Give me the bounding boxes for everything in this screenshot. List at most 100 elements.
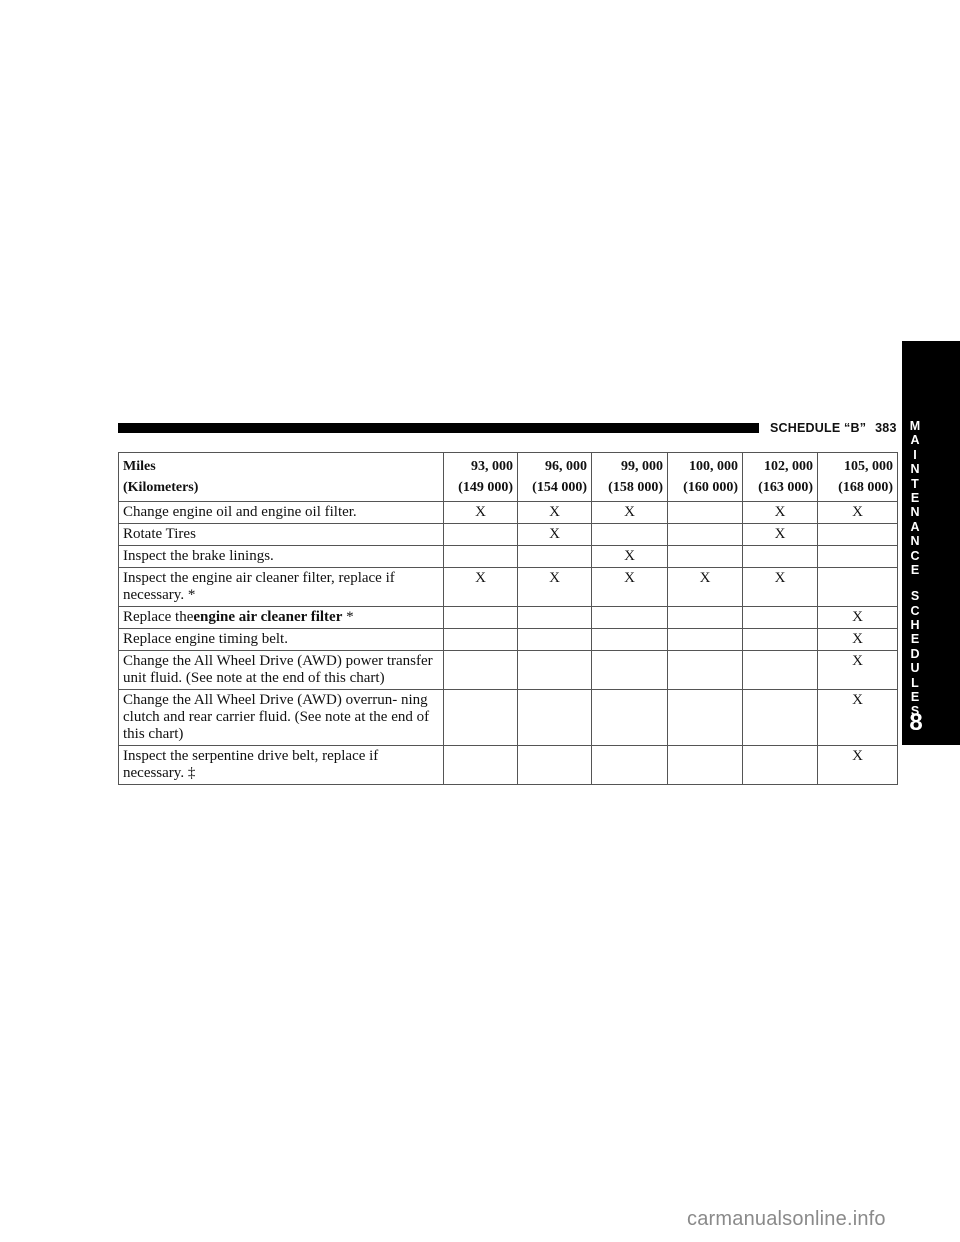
table-row: Replace theengine air cleaner filter * X [118, 606, 898, 629]
schedule-mark [517, 606, 592, 629]
task-emphasis: engine air cleaner filter [193, 609, 343, 625]
interval-km: (149 000) [458, 480, 513, 495]
table-row: Change engine oil and engine oil filter.… [118, 501, 898, 524]
tab-letter: S [910, 704, 920, 719]
schedule-mark: X [591, 545, 668, 568]
section-title: SCHEDULE “B” [770, 421, 867, 435]
schedule-mark: X [591, 567, 668, 607]
tab-letter: C [910, 603, 920, 618]
schedule-mark: X [667, 567, 743, 607]
page-number: 383 [875, 421, 897, 435]
table-row: Change the All Wheel Drive (AWD) overrun… [118, 689, 898, 746]
schedule-mark: X [817, 501, 898, 524]
tab-letter: E [910, 562, 920, 577]
schedule-mark [667, 606, 743, 629]
interval-label-cell: Miles (Kilometers) [118, 452, 444, 502]
tab-letter: C [910, 548, 920, 563]
tab-letter: U [910, 661, 920, 676]
running-header: SCHEDULE “B” 383 [770, 420, 897, 436]
tab-letter: T [911, 476, 919, 491]
kilometers-label: (Kilometers) [123, 480, 199, 495]
interval-miles: 93, 000 [471, 459, 513, 474]
schedule-mark [817, 567, 898, 607]
schedule-mark [817, 523, 898, 546]
tab-letter: A [910, 519, 920, 534]
schedule-mark: X [817, 628, 898, 651]
schedule-mark: X [591, 501, 668, 524]
interval-header: 102, 000 (163 000) [742, 452, 818, 502]
tab-letter: S [910, 589, 920, 604]
schedule-mark [443, 545, 518, 568]
schedule-mark [742, 650, 818, 690]
table-header-row: Miles (Kilometers) 93, 000 (149 000) 96,… [118, 452, 898, 502]
schedule-mark [591, 745, 668, 785]
task-cell: Inspect the engine air cleaner filter, r… [118, 567, 444, 607]
schedule-mark [667, 545, 743, 568]
schedule-mark: X [517, 567, 592, 607]
table-row: Inspect the brake linings. X [118, 545, 898, 568]
schedule-mark [591, 628, 668, 651]
schedule-mark [517, 650, 592, 690]
schedule-mark: X [517, 501, 592, 524]
task-cell: Replace theengine air cleaner filter * [118, 606, 444, 629]
schedule-mark [591, 523, 668, 546]
site-watermark: carmanualsonline.info [687, 1208, 886, 1230]
tab-letter: L [911, 675, 919, 690]
table-row: Replace engine timing belt. X [118, 628, 898, 651]
task-text: Replace the [123, 609, 194, 625]
miles-label: Miles [123, 459, 156, 474]
schedule-mark [443, 689, 518, 746]
schedule-mark [591, 606, 668, 629]
schedule-mark [443, 606, 518, 629]
task-cell: Inspect the serpentine drive belt, repla… [118, 745, 444, 785]
task-cell: Change the All Wheel Drive (AWD) power t… [118, 650, 444, 690]
schedule-mark: X [443, 567, 518, 607]
tab-letter: N [910, 534, 920, 549]
interval-header: 105, 000 (168 000) [817, 452, 898, 502]
schedule-mark [667, 745, 743, 785]
schedule-mark [667, 628, 743, 651]
schedule-mark [742, 545, 818, 568]
tab-letter: D [910, 646, 920, 661]
schedule-mark [742, 689, 818, 746]
schedule-mark [742, 745, 818, 785]
table-row: Rotate Tires X X [118, 523, 898, 546]
chapter-number: 8 [909, 709, 923, 736]
interval-header: 100, 000 (160 000) [667, 452, 743, 502]
interval-km: (160 000) [683, 480, 738, 495]
schedule-mark [517, 745, 592, 785]
interval-header: 93, 000 (149 000) [443, 452, 518, 502]
tab-letter: E [910, 490, 920, 505]
schedule-mark [443, 523, 518, 546]
interval-miles: 105, 000 [844, 459, 893, 474]
chapter-tab-title: M A I N T E N A N C E S C H E D U L E S [902, 419, 928, 719]
interval-miles: 99, 000 [621, 459, 663, 474]
task-cell: Inspect the brake linings. [118, 545, 444, 568]
interval-header: 96, 000 (154 000) [517, 452, 592, 502]
table-row: Inspect the engine air cleaner filter, r… [118, 567, 898, 607]
interval-miles: 102, 000 [764, 459, 813, 474]
interval-header: 99, 000 (158 000) [591, 452, 668, 502]
schedule-mark: X [742, 567, 818, 607]
table-row: Inspect the serpentine drive belt, repla… [118, 745, 898, 785]
tab-letter: N [910, 505, 920, 520]
schedule-mark [591, 689, 668, 746]
tab-letter: M [909, 419, 921, 433]
task-cell: Replace engine timing belt. [118, 628, 444, 651]
schedule-mark [443, 745, 518, 785]
schedule-mark: X [817, 650, 898, 690]
schedule-mark [591, 650, 668, 690]
tab-letter: E [910, 632, 920, 647]
schedule-mark: X [742, 501, 818, 524]
schedule-mark: X [443, 501, 518, 524]
chapter-tab: M A I N T E N A N C E S C H E D U L E S … [902, 341, 960, 745]
interval-miles: 100, 000 [689, 459, 738, 474]
schedule-mark [517, 628, 592, 651]
schedule-mark [667, 689, 743, 746]
tab-letter: N [910, 462, 920, 477]
schedule-mark [667, 650, 743, 690]
schedule-mark [443, 628, 518, 651]
task-footnote-mark: * [342, 609, 354, 625]
schedule-mark [517, 689, 592, 746]
schedule-mark [742, 606, 818, 629]
